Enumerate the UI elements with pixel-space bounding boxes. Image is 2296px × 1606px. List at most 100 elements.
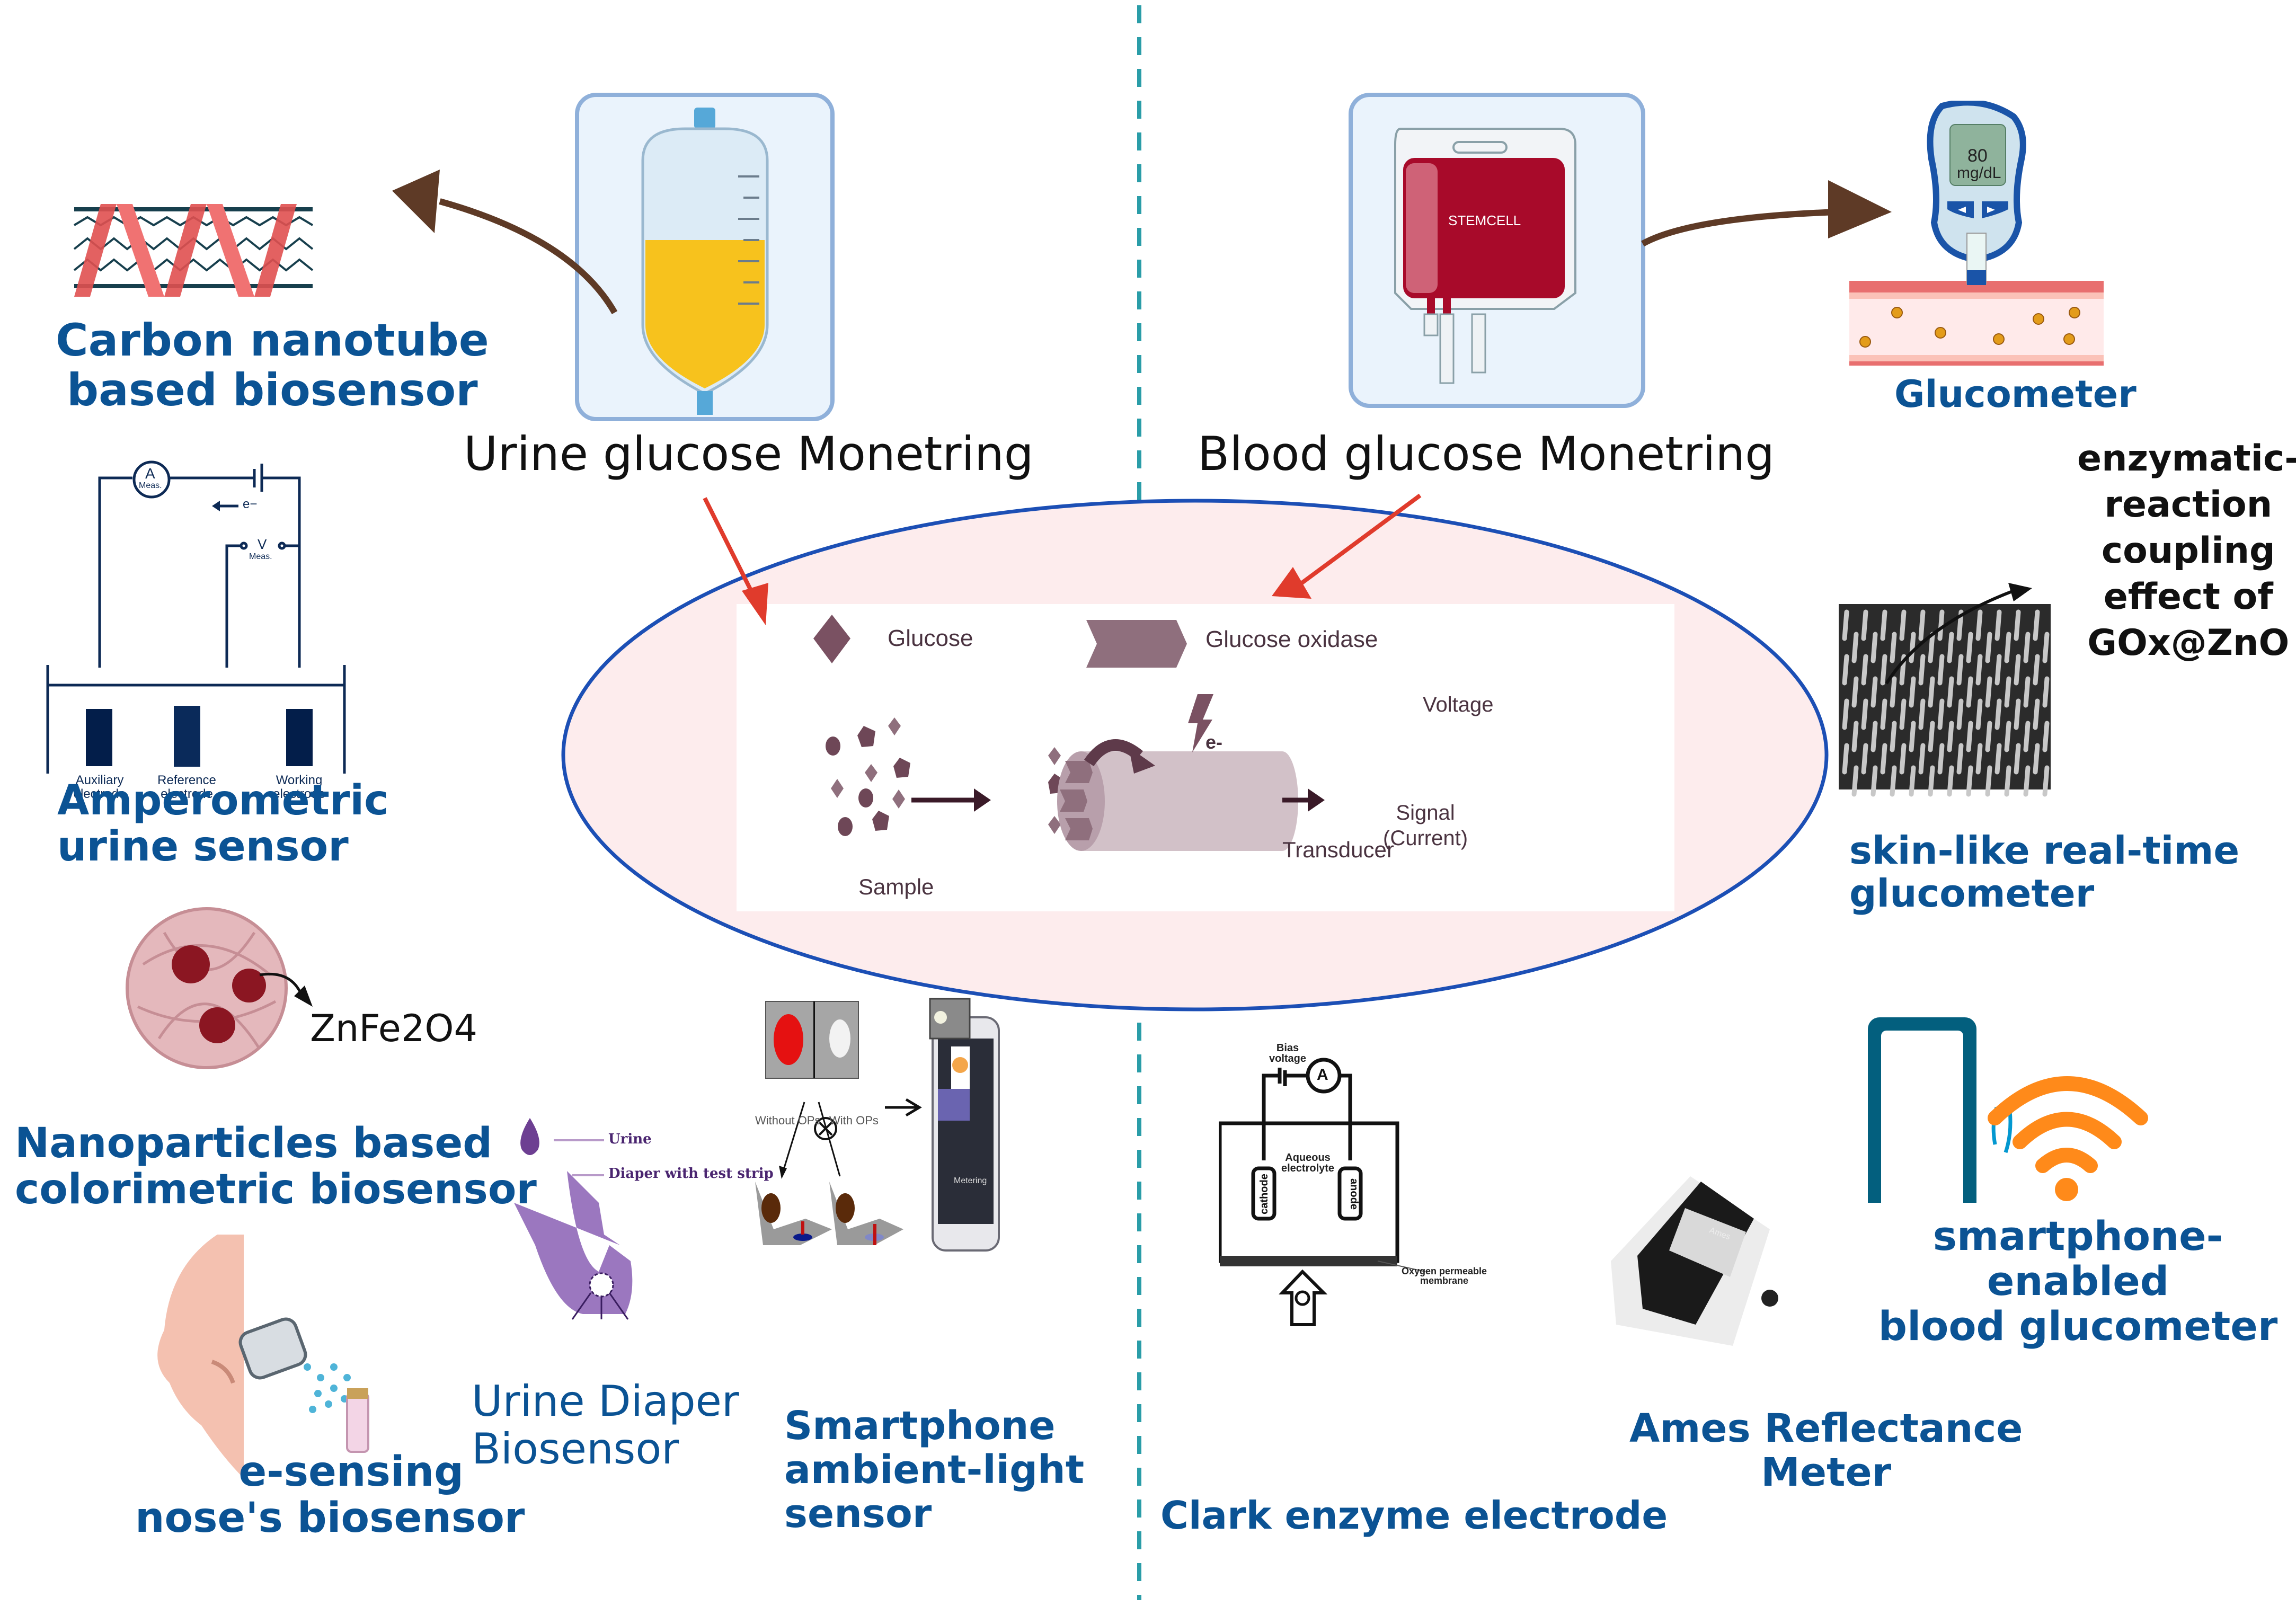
nanorod <box>1880 743 1887 775</box>
enzymatic-line-1: enzymatic- <box>2077 438 2296 480</box>
diaper-strip-label: Diaper with test strip <box>608 1166 774 1182</box>
nanorod <box>1937 698 1945 730</box>
smartphone-ambient-diagram: Without OPs With OPs Metering <box>742 996 1155 1303</box>
nanoparticles-label: Nanoparticles based colorimetric biosens… <box>15 1120 537 1213</box>
voltmeter-symbol: V <box>258 536 267 552</box>
glucometer-illustration: 80 mg/dL <box>1844 101 2120 366</box>
nanorod <box>1975 654 1983 686</box>
e-nose-icon <box>157 1235 369 1478</box>
nanorod <box>1842 698 1849 730</box>
enzymatic-line-3: coupling <box>2101 530 2275 572</box>
nanorod <box>2042 721 2050 752</box>
nanorod <box>1975 743 1983 775</box>
clark-electrolyte-label: Aqueous electrolyte <box>1281 1152 1334 1174</box>
nanorod <box>2042 765 2050 797</box>
electron-flow-label: e− <box>243 497 258 511</box>
clark-membrane-label: Oxygen permeable membrane <box>1402 1266 1487 1285</box>
nanorod <box>1842 654 1849 686</box>
blood-bag-brand: STEMCELL <box>1448 212 1521 228</box>
nanoparticles-label-line-1: Nanoparticles based <box>15 1120 493 1167</box>
glucometer-unit: mg/dL <box>1957 164 2001 182</box>
nanorod <box>2033 698 2040 730</box>
nanorod <box>2004 721 2011 752</box>
nanorod <box>2023 632 2031 663</box>
carbon-nanotube-label-line-1: Carbon nanotube <box>56 314 489 366</box>
smartphone-ambient-label: Smartphone ambient-light sensor <box>784 1404 1084 1536</box>
nanorod <box>1851 632 1859 663</box>
red-arrowhead-right <box>1272 567 1311 599</box>
electrode-auxiliary-line-1: Auxiliary <box>75 773 124 787</box>
urine-diaper-diagram: Urine Diaper with test strip <box>477 1086 774 1351</box>
glucose-oxidase-icon <box>1086 620 1187 668</box>
smartphone-ambient-label-line-3: sensor <box>784 1490 932 1537</box>
urine-diaper-label-line-1: Urine Diaper <box>472 1377 739 1426</box>
nanorod <box>2014 654 2021 686</box>
legend-glucose-label: Glucose <box>888 625 973 651</box>
nanorod <box>1851 721 1859 752</box>
nanorod <box>1918 743 1926 775</box>
nanorod <box>1947 676 1954 708</box>
brown-arrowhead-right <box>1828 180 1892 238</box>
nanorod-array-image <box>1839 583 2051 797</box>
voltage-label: Voltage <box>1423 693 1494 716</box>
nanorod <box>1975 698 1983 730</box>
nanorod <box>1947 765 1954 797</box>
nanorod <box>1851 765 1859 797</box>
clark-membrane-line-2: membrane <box>1420 1275 1469 1286</box>
nanorod <box>1871 765 1878 797</box>
blood-monitoring-title: Blood glucose Monetring <box>1198 427 1775 481</box>
nanorod <box>1975 609 1983 641</box>
nanorod <box>1966 676 1973 708</box>
nanorod <box>1909 632 1916 663</box>
smartphone-ambient-label-line-1: Smartphone <box>784 1403 1056 1449</box>
nanorod <box>2042 632 2050 663</box>
nanorod <box>1985 632 1992 663</box>
glucose-diamond-icon <box>813 615 850 663</box>
electrode-working-line-2: electrode <box>273 787 325 802</box>
nanorod <box>1842 609 1849 641</box>
voltmeter-sub: Meas. <box>249 552 272 561</box>
nanorod <box>1861 743 1868 775</box>
ames-reflectance-meter-image <box>1611 1176 1778 1346</box>
glucometer-label: Glucometer <box>1894 372 2137 416</box>
phone-metering-text: Metering <box>954 1176 987 1185</box>
electrode-reference-line-1: Reference <box>157 773 216 787</box>
nanorod <box>1956 743 1964 775</box>
nanorod <box>1966 632 1973 663</box>
enzymatic-line-2: reaction <box>2104 484 2273 526</box>
clark-bias-label: Bias voltage <box>1269 1043 1306 1064</box>
nanorod <box>1909 676 1916 708</box>
nanorod <box>2004 632 2011 663</box>
nanorod <box>1956 654 1964 686</box>
nanorod <box>1956 698 1964 730</box>
carbon-nanotube-label: Carbon nanotube based biosensor <box>56 315 489 415</box>
nanorod <box>1928 765 1935 797</box>
biosensor-mechanism-panel: Glucose Glucose oxidase Voltage e- Trans… <box>737 604 1674 911</box>
nanorod <box>1994 698 2002 730</box>
nanorod <box>1937 654 1945 686</box>
nanorod <box>2004 676 2011 708</box>
clark-electrolyte-line-1: Aqueous <box>1285 1152 1331 1164</box>
signal-line-1: Signal <box>1396 801 1455 824</box>
nanorod <box>1899 743 1907 775</box>
nanorod <box>2023 676 2031 708</box>
nanorod <box>1880 698 1887 730</box>
nanorod <box>1918 654 1926 686</box>
nanorod <box>1918 698 1926 730</box>
amperometric-circuit: A Meas. e− V Meas. Auxiliary electrode R… <box>42 456 360 801</box>
electrode-label-reference: Reference electrode <box>154 773 220 802</box>
nanorod <box>1871 721 1878 752</box>
nanorod <box>2004 765 2011 797</box>
ames-meter-line-1: Ames Reflectance <box>1629 1406 2023 1451</box>
with-ops-label: With OPs <box>829 1114 879 1127</box>
electron-label: e- <box>1205 731 1223 753</box>
nanorod <box>1966 765 1973 797</box>
glucometer-reading: 80 <box>1967 146 1988 166</box>
e-nose-label-line-2: nose's biosensor <box>135 1494 525 1542</box>
signal-label: Signal (Current) <box>1383 800 1468 851</box>
urine-bag-icon <box>641 108 769 415</box>
nanorod <box>1861 654 1868 686</box>
urine-diaper-label-line-2: Biosensor <box>472 1424 679 1474</box>
smartphone-enabled-label: smartphone-enabled blood glucometer <box>1860 1213 2296 1348</box>
nanorod <box>1890 721 1897 752</box>
